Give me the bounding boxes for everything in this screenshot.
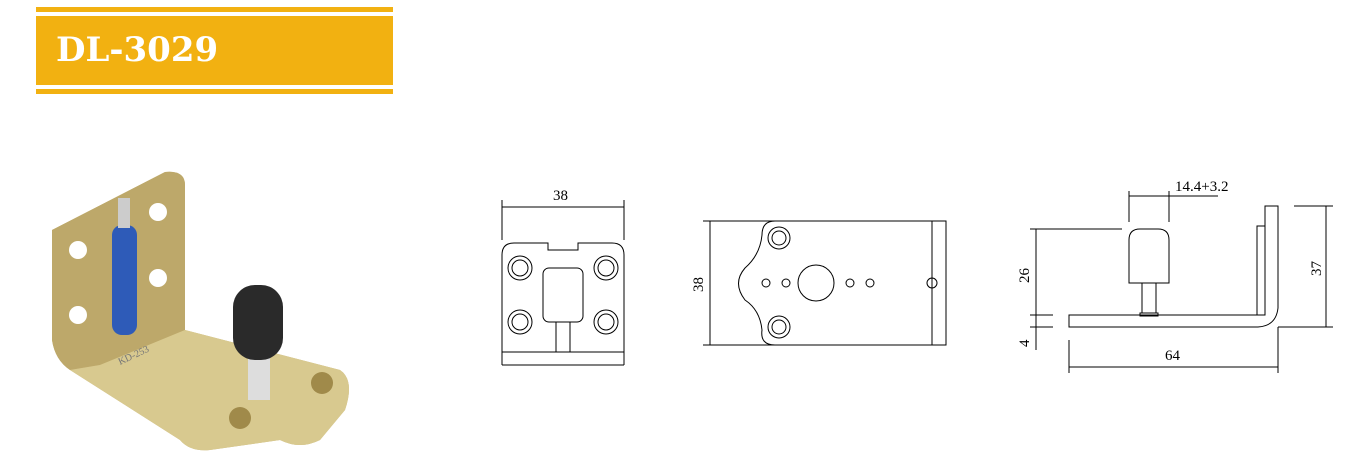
side-view-length-label: 64 (1165, 348, 1181, 364)
top-view-width-label: 38 (553, 188, 568, 204)
model-title: DL-3029 (56, 30, 219, 70)
header-bottom-rule (36, 89, 393, 94)
model-title-banner: DL-3029 (36, 16, 393, 85)
top-view-drawing: 38 (501, 188, 625, 366)
front-view-height-label: 38 (691, 277, 707, 292)
side-view-pin-label: 14.4+3.2 (1175, 179, 1228, 195)
side-view-height-label: 37 (1309, 261, 1325, 277)
side-view-thickness-label: 4 (1017, 339, 1033, 347)
front-view-drawing: 38 (691, 220, 947, 346)
side-view-drawing: 14.4+3.2 26 4 64 37 (1017, 179, 1333, 373)
side-view-pin-height-label: 26 (1017, 268, 1033, 284)
product-photo: KD-253 (52, 171, 349, 451)
header-top-rule (36, 7, 393, 12)
